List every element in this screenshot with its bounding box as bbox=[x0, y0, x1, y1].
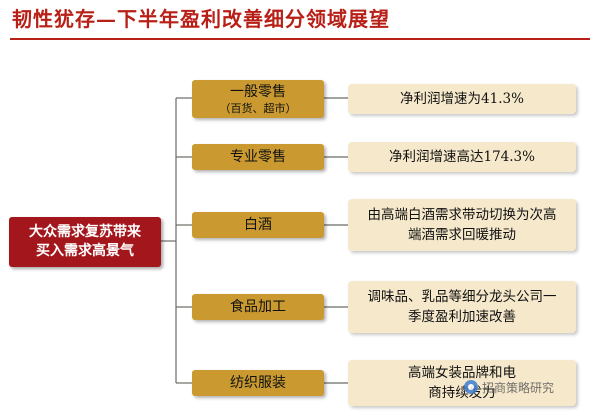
root-line-1: 大众需求复苏带来 bbox=[29, 224, 141, 240]
description-textile-apparel: 高端女装品牌和电商持续发力 bbox=[348, 360, 576, 406]
category-label: 专业零售 bbox=[230, 149, 286, 165]
category-specialty-retail: 专业零售 bbox=[192, 144, 324, 170]
description-baijiu: 由高端白酒需求带动切换为次高端酒需求回暖推动 bbox=[348, 199, 576, 251]
category-textile-apparel: 纺织服装 bbox=[192, 370, 324, 396]
category-label: 白酒 bbox=[244, 217, 272, 233]
category-general-retail: 一般零售 （百货、超市） bbox=[192, 80, 324, 118]
watermark: 招商策略研究 bbox=[464, 376, 554, 398]
root-node: 大众需求复苏带来 买入需求高景气 bbox=[9, 217, 161, 267]
title-underline bbox=[10, 38, 590, 40]
watermark-text: 招商策略研究 bbox=[482, 380, 555, 395]
category-baijiu: 白酒 bbox=[192, 212, 324, 238]
category-label: 一般零售 bbox=[230, 83, 286, 100]
description-general-retail: 净利润增速为41.3% bbox=[348, 84, 576, 114]
description-food-processing: 调味品、乳品等细分龙头公司一季度盈利加速改善 bbox=[348, 281, 576, 333]
category-label: 食品加工 bbox=[230, 299, 286, 315]
category-sublabel: （百货、超市） bbox=[219, 101, 297, 115]
category-label: 纺织服装 bbox=[230, 375, 286, 391]
root-line-2: 买入需求高景气 bbox=[36, 243, 134, 259]
category-food-processing: 食品加工 bbox=[192, 294, 324, 320]
wechat-logo-icon bbox=[464, 380, 478, 394]
page-title: 韧性犹存—下半年盈利改善细分领域展望 bbox=[12, 7, 390, 31]
description-specialty-retail: 净利润增速高达174.3% bbox=[348, 142, 576, 172]
